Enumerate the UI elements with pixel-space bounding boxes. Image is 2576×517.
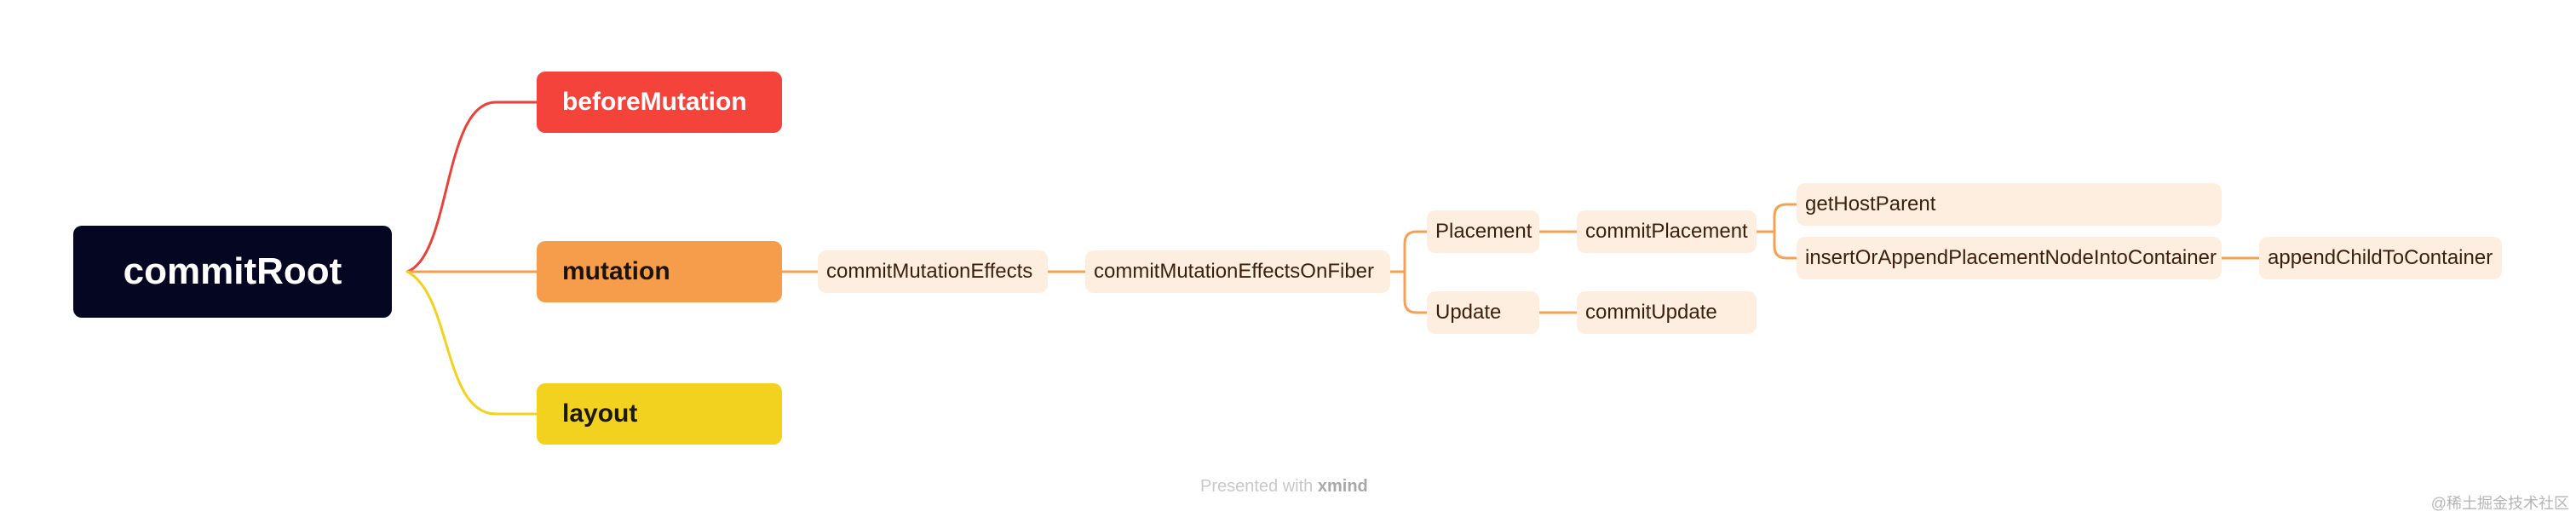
node-insert-or-append-placement-node-into-container[interactable]: insertOrAppendPlacementNodeIntoContainer <box>1797 237 2222 279</box>
presented-with-text: Presented with <box>1200 477 1314 496</box>
node-placement[interactable]: Placement <box>1427 210 1539 253</box>
connector-root-to-layout <box>405 270 538 416</box>
corner-watermark: @稀土掘金技术社区 <box>2430 495 2569 512</box>
branch-layout[interactable]: layout <box>537 383 782 445</box>
xmind-watermark: Presented with xmind <box>1200 477 1368 497</box>
node-commit-placement[interactable]: commitPlacement <box>1577 210 1757 253</box>
node-commit-mutation-effects[interactable]: commitMutationEffects <box>818 250 1048 293</box>
connector-cmeof-to-update <box>1403 270 1429 314</box>
connector-commit-placement-to-get-host-parent <box>1755 203 1798 233</box>
root-node[interactable]: commitRoot <box>73 226 392 318</box>
node-commit-mutation-effects-on-fiber[interactable]: commitMutationEffectsOnFiber <box>1085 250 1390 293</box>
node-commit-update[interactable]: commitUpdate <box>1577 291 1757 334</box>
node-get-host-parent[interactable]: getHostParent <box>1797 183 2222 226</box>
branch-mutation[interactable]: mutation <box>537 241 782 302</box>
connector-commit-placement-to-insert-or-append <box>1773 230 1798 260</box>
branch-before-mutation[interactable]: beforeMutation <box>537 72 782 133</box>
connector-root-to-before-mutation <box>405 101 538 273</box>
connector-cmeof-to-placement <box>1389 230 1429 273</box>
xmind-brand: xmind <box>1317 477 1368 496</box>
node-update[interactable]: Update <box>1427 291 1539 334</box>
node-append-child-to-container[interactable]: appendChildToContainer <box>2259 237 2502 279</box>
